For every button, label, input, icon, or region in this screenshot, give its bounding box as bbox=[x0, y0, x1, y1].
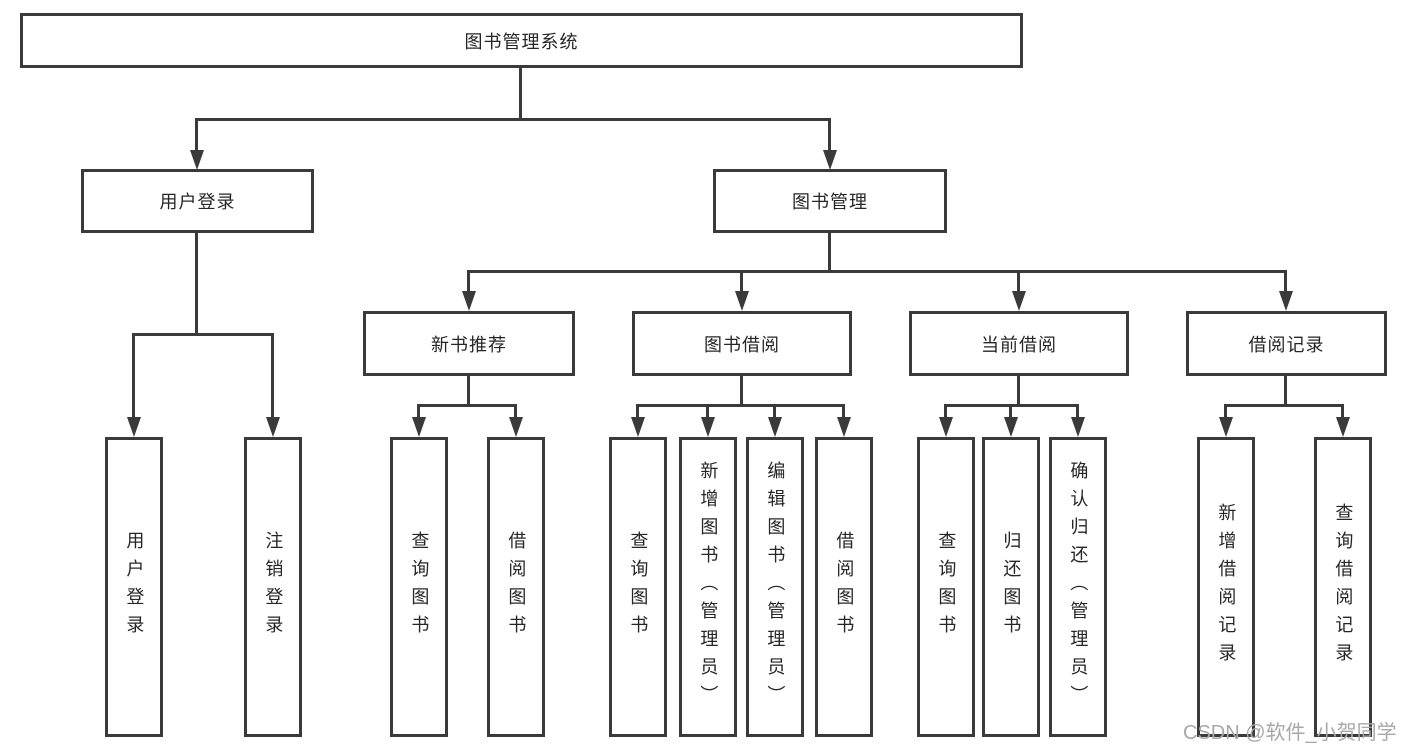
node-label: 借阅记录 bbox=[1248, 334, 1325, 355]
leaf-nb-query-books: 查询图书 bbox=[390, 437, 448, 737]
connector-line bbox=[944, 406, 947, 418]
leaf-label: 借阅图书 bbox=[506, 531, 527, 643]
node-book-management: 图书管理 bbox=[713, 169, 947, 233]
leaf-cb-query-books: 查询图书 bbox=[917, 437, 975, 737]
connector-line bbox=[828, 120, 831, 151]
leaf-bb-edit-books-admin: 编辑图书（管理员） bbox=[746, 437, 804, 737]
leaf-cb-confirm-return-admin: 确认归还（管理员） bbox=[1049, 437, 1107, 737]
arrow-down-icon bbox=[823, 150, 837, 170]
connector-line bbox=[132, 333, 274, 336]
leaf-label: 归还图书 bbox=[1001, 531, 1022, 643]
node-book-borrow: 图书借阅 bbox=[632, 311, 852, 376]
connector-line bbox=[195, 120, 198, 151]
leaf-label: 查询图书 bbox=[936, 531, 957, 643]
leaf-label: 新增借阅记录 bbox=[1216, 503, 1237, 671]
connector-line bbox=[1017, 272, 1020, 293]
arrow-down-icon bbox=[631, 417, 645, 437]
leaf-cb-return-books: 归还图书 bbox=[982, 437, 1040, 737]
connector-line bbox=[467, 272, 470, 293]
node-label: 图书管理 bbox=[792, 192, 868, 212]
connector-line bbox=[1224, 406, 1227, 418]
connector-line bbox=[636, 404, 845, 407]
arrow-down-icon bbox=[266, 417, 280, 437]
connector-line bbox=[519, 68, 522, 120]
arrow-down-icon bbox=[1004, 417, 1018, 437]
connector-line bbox=[1009, 406, 1012, 418]
arrow-down-icon bbox=[462, 291, 476, 311]
connector-line bbox=[1076, 406, 1079, 418]
arrow-down-icon bbox=[768, 417, 782, 437]
leaf-bb-borrow-books: 借阅图书 bbox=[815, 437, 873, 737]
leaf-label: 借阅图书 bbox=[834, 531, 855, 643]
arrow-down-icon bbox=[837, 417, 851, 437]
leaf-bb-add-books-admin: 新增图书（管理员） bbox=[679, 437, 737, 737]
node-borrow-records: 借阅记录 bbox=[1186, 311, 1387, 376]
leaf-label: 新增图书（管理员） bbox=[698, 461, 719, 713]
connector-line bbox=[706, 406, 709, 418]
csdn-watermark: CSDN @软件_小贺同学 bbox=[1183, 722, 1397, 744]
connector-line bbox=[417, 406, 420, 418]
node-label: 用户登录 bbox=[159, 192, 236, 212]
connector-line bbox=[467, 376, 470, 407]
connector-line bbox=[417, 404, 517, 407]
arrow-down-icon bbox=[412, 417, 426, 437]
connector-line bbox=[828, 233, 831, 273]
connector-line bbox=[195, 118, 831, 121]
arrow-down-icon bbox=[1012, 291, 1026, 311]
connector-line bbox=[636, 406, 639, 418]
arrow-down-icon bbox=[939, 417, 953, 437]
arrow-down-icon bbox=[127, 417, 141, 437]
connector-line bbox=[467, 270, 1287, 273]
leaf-br-query-record: 查询借阅记录 bbox=[1314, 437, 1372, 737]
arrow-down-icon bbox=[1336, 417, 1350, 437]
connector-line bbox=[944, 404, 1079, 407]
arrow-down-icon bbox=[735, 291, 749, 311]
arrow-down-icon bbox=[1071, 417, 1085, 437]
node-label: 图书管理系统 bbox=[464, 31, 579, 52]
arrow-down-icon bbox=[509, 417, 523, 437]
arrow-down-icon bbox=[701, 417, 715, 437]
leaf-br-add-record: 新增借阅记录 bbox=[1197, 437, 1255, 737]
arrow-down-icon bbox=[1279, 291, 1293, 311]
node-label: 图书借阅 bbox=[704, 334, 780, 355]
leaf-label: 确认归还（管理员） bbox=[1068, 461, 1089, 713]
leaf-user-login: 用户登录 bbox=[105, 437, 163, 737]
node-user-login: 用户登录 bbox=[81, 169, 314, 233]
leaf-label: 查询图书 bbox=[628, 531, 649, 643]
leaf-nb-borrow-books: 借阅图书 bbox=[487, 437, 545, 737]
node-current-borrow: 当前借阅 bbox=[909, 311, 1129, 376]
connector-line bbox=[773, 406, 776, 418]
connector-line bbox=[132, 335, 135, 418]
connector-line bbox=[195, 233, 198, 336]
node-label: 当前借阅 bbox=[981, 334, 1057, 355]
connector-line bbox=[740, 272, 743, 293]
node-new-book-recommend: 新书推荐 bbox=[363, 311, 575, 376]
leaf-label: 用户登录 bbox=[124, 531, 145, 643]
connector-line bbox=[842, 406, 845, 418]
leaf-label: 查询借阅记录 bbox=[1333, 503, 1354, 671]
connector-line bbox=[1284, 272, 1287, 293]
leaf-label: 编辑图书（管理员） bbox=[765, 461, 786, 713]
arrow-down-icon bbox=[1219, 417, 1233, 437]
connector-line bbox=[740, 376, 743, 407]
leaf-label: 查询图书 bbox=[409, 531, 430, 643]
connector-line bbox=[1224, 404, 1344, 407]
connector-line bbox=[514, 406, 517, 418]
connector-line bbox=[271, 335, 274, 418]
node-library-management-system: 图书管理系统 bbox=[20, 13, 1023, 68]
leaf-label: 注销登录 bbox=[263, 531, 284, 643]
arrow-down-icon bbox=[190, 150, 204, 170]
node-label: 新书推荐 bbox=[431, 334, 507, 355]
leaf-logout: 注销登录 bbox=[244, 437, 302, 737]
connector-line bbox=[1341, 406, 1344, 418]
leaf-bb-query-books: 查询图书 bbox=[609, 437, 667, 737]
connector-line bbox=[1017, 376, 1020, 407]
connector-line bbox=[1284, 376, 1287, 407]
